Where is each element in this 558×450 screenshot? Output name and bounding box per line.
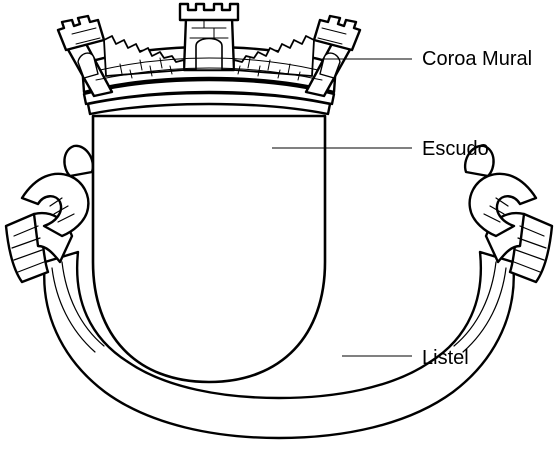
mural-crown <box>56 2 362 116</box>
leader-lines <box>272 58 412 357</box>
crown-brickwork <box>71 19 347 81</box>
shield <box>91 114 327 384</box>
ribbon-hatching <box>11 197 547 353</box>
label-escudo: Escudo <box>422 138 489 160</box>
label-listel: Listel <box>422 347 469 369</box>
label-coroa-mural: Coroa Mural <box>422 48 533 70</box>
